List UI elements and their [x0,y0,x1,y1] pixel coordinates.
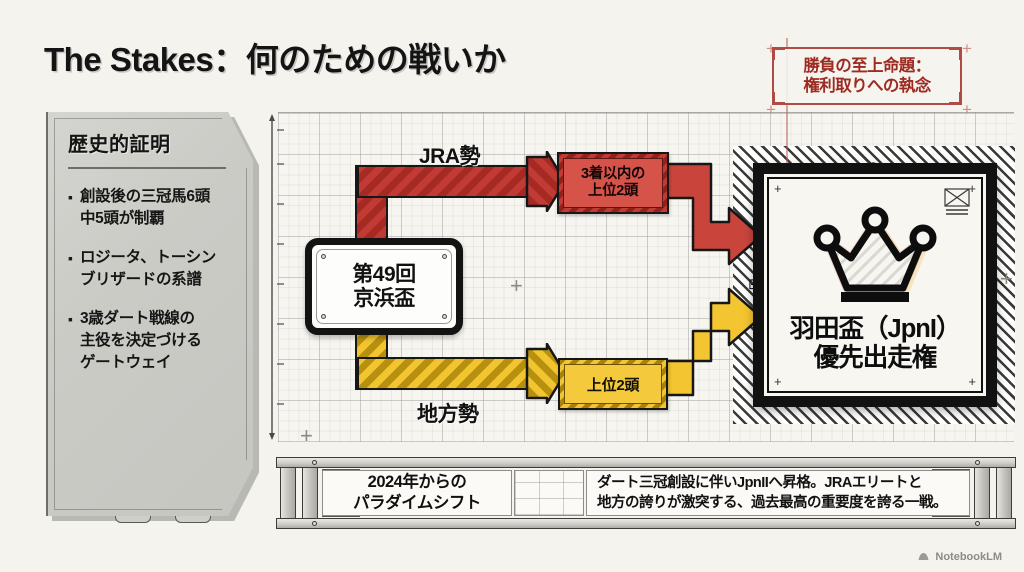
screw-icon [321,314,326,319]
callout-corner-bl [772,92,785,105]
plate-line-2: 京浜盃 [353,286,415,310]
vault-corner-tick: + [968,181,976,196]
chip-chihou-face: 上位2頭 [564,364,662,404]
rivet-icon [312,460,317,465]
crosshair-marker: + [300,423,313,448]
vault-edge-mark-top: ⊕ [867,159,880,176]
plate-line-1: 第49回 [352,262,416,286]
crosshair-marker: + [1000,266,1013,291]
screw-icon [321,254,326,259]
flow-arrowhead-jra [525,151,567,212]
list-item: ▪ 創設後の三冠馬6頭 中5頭が制覇 [68,186,246,230]
truss-beam-bottom [276,518,1016,529]
chip-jra-result: 3着以内の 上位2頭 [557,152,669,214]
flow-path-chihou-run [357,357,537,390]
crown-icon [813,206,937,302]
flow-connector-jra-to-vault [665,162,763,266]
crosshair-marker: + [510,273,523,298]
ruler-scale [269,114,284,440]
callout-corner-br [949,92,962,105]
vault-corner-tick: + [774,181,782,196]
vault-edge-mark-left: ⊟ [748,276,761,293]
callout-line-1: 勝負の至上命題： [803,56,931,75]
flow-connector-chihou-to-vault [665,287,763,397]
callout-box: 勝負の至上命題： 権利取りへの執念 [772,47,962,105]
footer-left-line-1: 2024年からの [367,473,467,492]
list-item: ▪ 3歳ダート戦線の 主役を決定づける ゲートウェイ [68,308,246,374]
chip-chihou-result: 上位2頭 [558,358,668,410]
footer-mid-grid-panel [514,470,584,516]
callout-plus-icon: + [962,39,972,58]
vault-edge-mark-bottom: ⊕ [867,393,880,410]
target-node-vault: 羽田盃（JpnI） 優先出走権 + + + + [753,163,997,407]
callout-plus-icon: + [766,100,776,119]
bullet-icon: ▪ [68,249,73,266]
technical-glyph-icon [944,188,970,215]
chip-jra-line-1: 3着以内の [580,165,646,182]
footer-right-line-1: ダート三冠創設に伴いJpnIIへ昇格。JRAエリートと [597,474,922,491]
sidebar-divider [68,167,226,169]
chip-chihou-line-1: 上位2頭 [586,376,640,394]
vault-corner-tick: + [774,374,782,389]
footer-left-line-2: パラダイムシフト [353,494,481,512]
truss-post-left-inner [302,467,318,519]
vault-title-line-2: 優先出走権 [813,344,938,373]
sidebar-content: 歴史的証明 ▪ 創設後の三冠馬6頭 中5頭が制覇 ▪ ロジータ、トーシン ブリザ… [68,128,246,374]
panel-tab-2 [175,516,211,523]
screw-icon [442,254,447,259]
sidebar-heading: 歴史的証明 [68,134,171,156]
list-item-text: 創設後の三冠馬6頭 中5頭が制覇 [79,187,210,227]
flow-path-jra-run [357,165,537,198]
vault-title: 羽田盃（JpnI） 優先出走権 [764,315,986,374]
footer-left-panel: 2024年からの パラダイムシフト [322,470,512,516]
vault-edge-mark-right: ⊟ [986,276,999,293]
watermark: NotebookLM [917,550,1002,563]
rivet-icon [975,521,980,526]
footer-right-panel: ダート三冠創設に伴いJpnIIへ昇格。JRAエリートと 地方の誇りが激突する、過… [586,470,970,516]
truss-post-right-inner [974,467,990,519]
sidebar-panel [46,112,253,516]
flow-arrowhead-chihou [525,343,567,404]
vault-title-line-1: 羽田盃（JpnI） [789,314,962,343]
chip-jra-line-2: 上位2頭 [588,183,638,199]
bullet-icon: ▪ [68,310,73,327]
source-node-plate: 第49回 京浜盃 [305,238,463,335]
truss-post-left-outer [280,467,296,519]
callout-line-2: 権利取りへの執念 [803,77,931,95]
chip-jra-face: 3着以内の 上位2頭 [563,158,663,208]
screw-icon [442,314,447,319]
footer-truss-bar: 2024年からの パラダイムシフト ダート三冠創設に伴いJpnIIへ昇格。JRA… [276,457,1016,529]
vault-corner-tick: + [968,374,976,389]
callout-plus-icon: + [962,100,972,119]
notebooklm-icon [918,553,929,560]
callout-corner-tl [772,47,785,60]
panel-tab-1 [115,516,151,523]
footer-right-line-2: 地方の誇りが激突する、過去最高の重要度を誇る一戦。 [597,495,948,511]
bullet-icon: ▪ [68,188,73,205]
flow-label-chihou: 地方勢 [417,403,479,426]
list-item-text: ロジータ、トーシン ブリザードの系譜 [79,248,216,288]
callout-plus-icon: + [766,39,776,58]
page-title: The Stakes：何のための戦いか [44,41,506,78]
truss-beam-top [276,457,1016,468]
flow-label-jra: JRA勢 [419,145,481,168]
truss-post-right-outer [996,467,1012,519]
list-item: ▪ ロジータ、トーシン ブリザードの系譜 [68,247,246,291]
watermark-label: NotebookLM [935,550,1002,563]
list-item-text: 3歳ダート戦線の 主役を決定づける ゲートウェイ [79,309,202,371]
plate-inner-face: 第49回 京浜盃 [316,249,452,324]
callout-corner-tr [949,47,962,60]
rivet-icon [975,460,980,465]
rivet-icon [312,521,317,526]
